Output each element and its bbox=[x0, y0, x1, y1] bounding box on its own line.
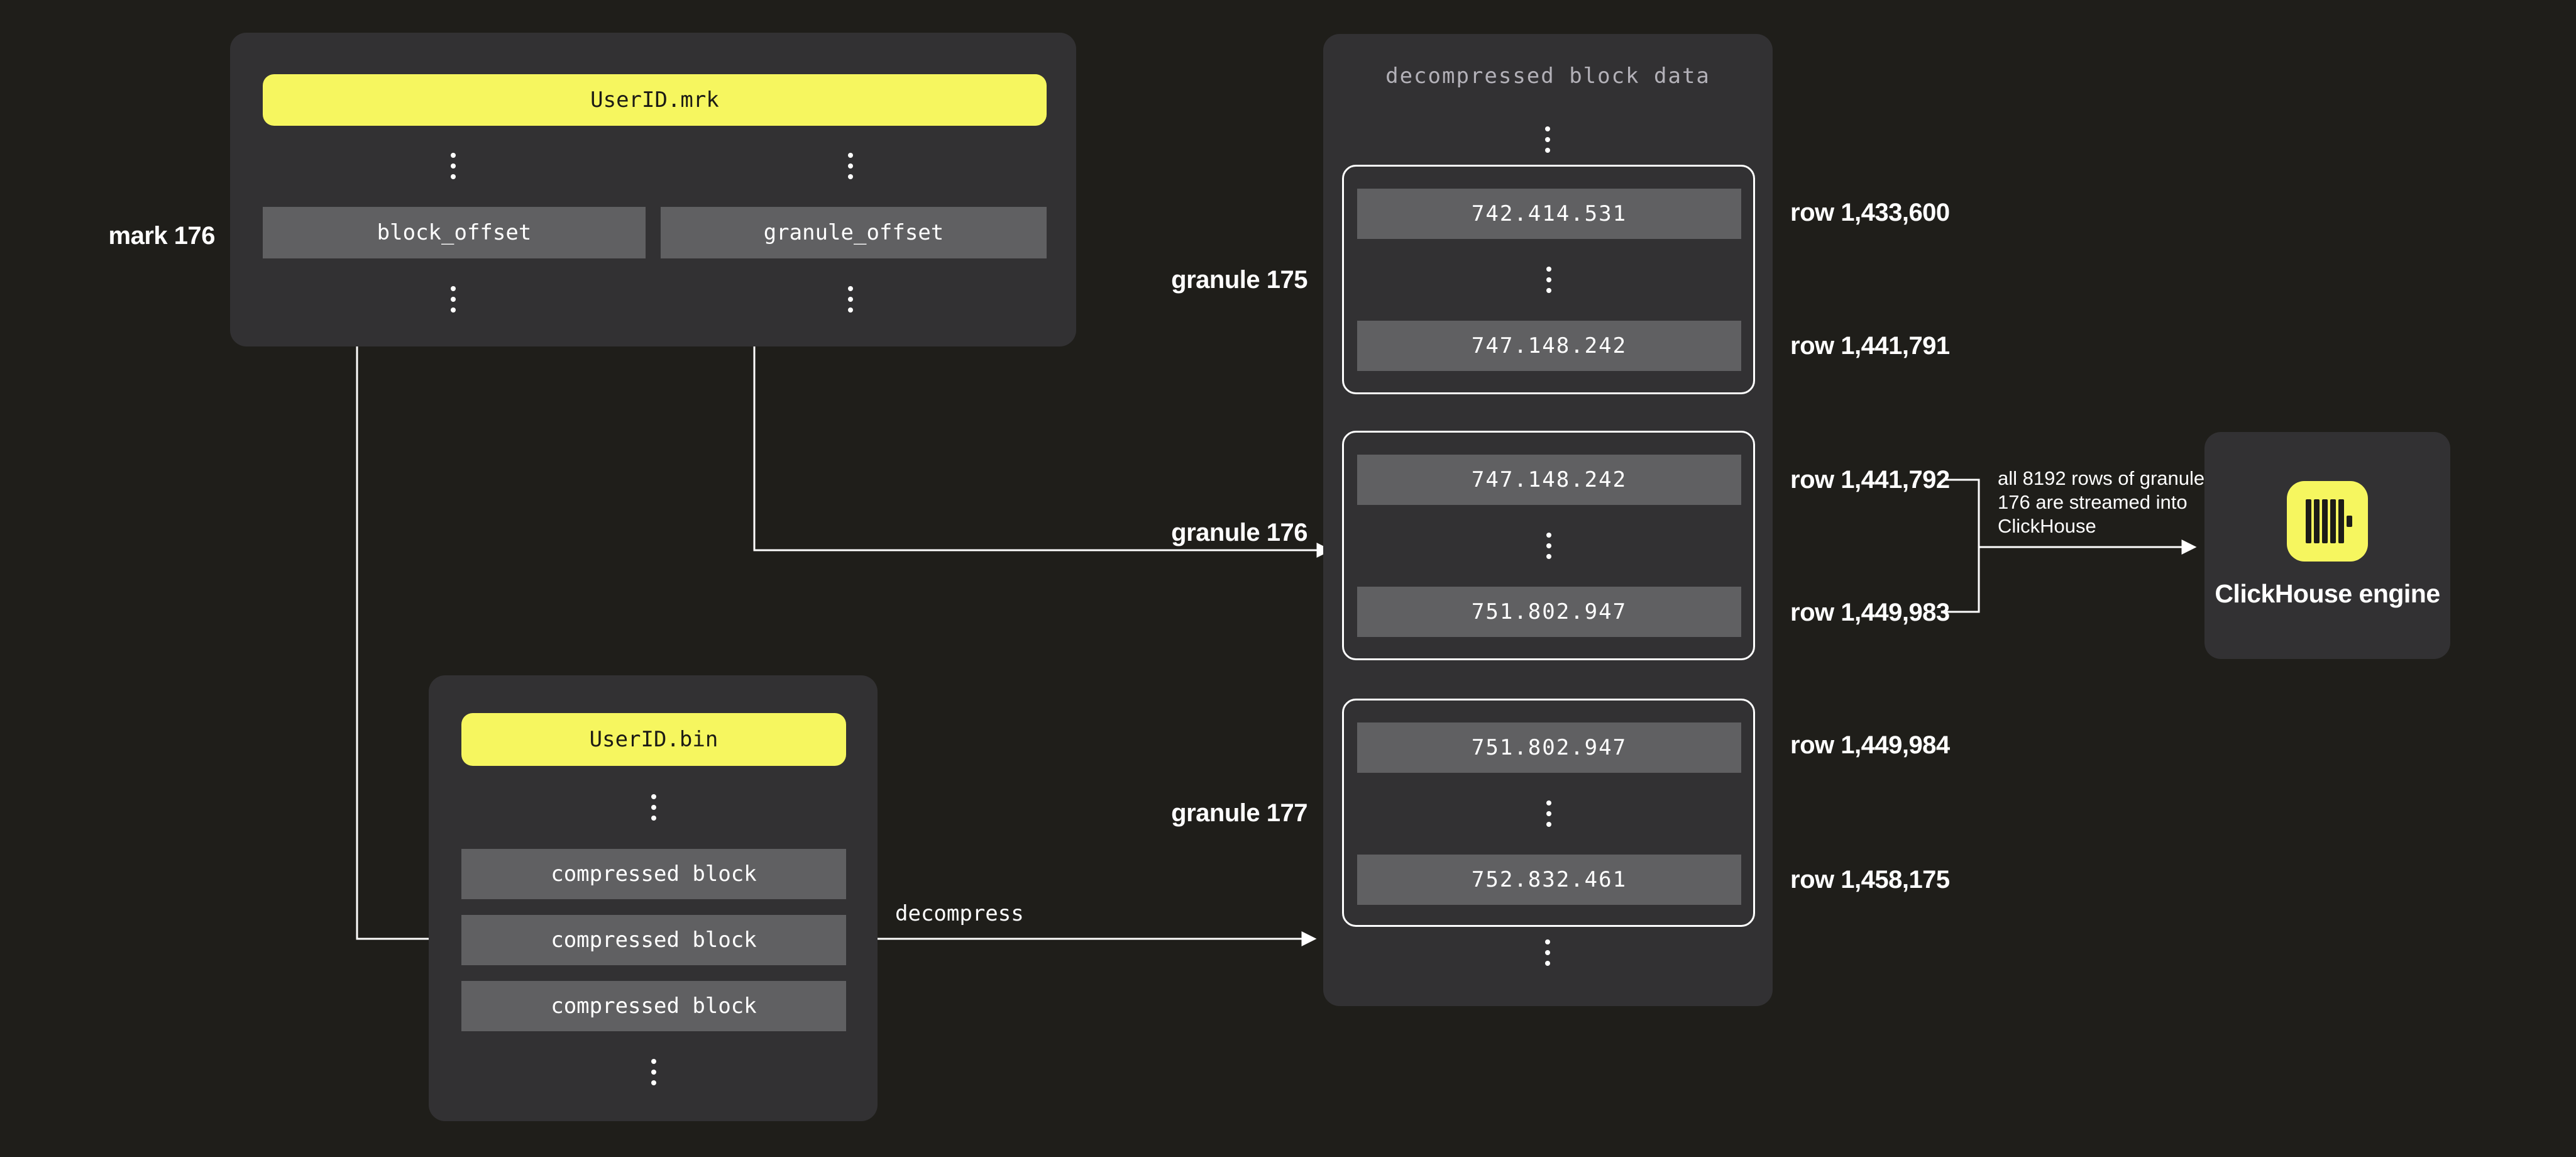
row-label-1441791: row 1,441,791 bbox=[1790, 332, 1950, 360]
ellipsis-granule-177 bbox=[1546, 800, 1551, 827]
granule-177-box: 751.802.947 752.832.461 bbox=[1342, 699, 1755, 927]
ellipsis-granule-176 bbox=[1546, 533, 1551, 559]
ellipsis-bin-top bbox=[651, 794, 656, 821]
row-label-1458175: row 1,458,175 bbox=[1790, 866, 1950, 894]
granule-175-box: 742.414.531 747.148.242 bbox=[1342, 165, 1755, 394]
ellipsis-granule-175 bbox=[1546, 267, 1551, 293]
granule-176-label: granule 176 bbox=[1171, 519, 1307, 546]
ellipsis-mrk-left-top bbox=[451, 153, 456, 179]
compressed-block-1: compressed block bbox=[461, 849, 846, 899]
row-label-1449983: row 1,449,983 bbox=[1790, 599, 1950, 626]
mrk-file-header: UserID.mrk bbox=[263, 74, 1047, 126]
bracket-granule-176-rows bbox=[1946, 479, 1980, 613]
ellipsis-mrk-right-top bbox=[848, 153, 853, 179]
granule-177-label: granule 177 bbox=[1171, 799, 1307, 827]
granule-177-first-value: 751.802.947 bbox=[1357, 722, 1741, 773]
ellipsis-mrk-right-bottom bbox=[848, 286, 853, 313]
row-label-1433600: row 1,433,600 bbox=[1790, 199, 1950, 226]
bin-file-panel: UserID.bin compressed block compressed b… bbox=[429, 675, 878, 1121]
clickhouse-engine-panel: ClickHouse engine bbox=[2204, 432, 2450, 659]
clickhouse-logo-bars bbox=[2306, 499, 2352, 543]
stream-annotation: all 8192 rows of granule 176 are streame… bbox=[1998, 467, 2205, 537]
granule-175-label: granule 175 bbox=[1171, 266, 1307, 294]
decompressed-panel-title: decompressed block data bbox=[1385, 64, 1710, 89]
block-offset-field: block_offset bbox=[263, 207, 646, 258]
clickhouse-engine-label: ClickHouse engine bbox=[2215, 579, 2440, 608]
granule-175-last-value: 747.148.242 bbox=[1357, 321, 1741, 371]
decompress-arrow-label: decompress bbox=[895, 901, 1024, 926]
granule-176-last-value: 751.802.947 bbox=[1357, 587, 1741, 637]
ellipsis-bin-bottom bbox=[651, 1059, 656, 1085]
ellipsis-mrk-left-bottom bbox=[451, 286, 456, 313]
granule-175-first-value: 742.414.531 bbox=[1357, 189, 1741, 239]
row-label-1441792: row 1,441,792 bbox=[1790, 466, 1950, 494]
granule-177-last-value: 752.832.461 bbox=[1357, 855, 1741, 905]
decompressed-block-data-panel: decompressed block data 742.414.531 747.… bbox=[1323, 34, 1773, 1006]
granule-176-box: 747.148.242 751.802.947 bbox=[1342, 431, 1755, 660]
arrow-block-offset-to-compressed-block bbox=[356, 259, 454, 946]
clickhouse-logo-icon bbox=[2287, 481, 2368, 562]
row-label-1449984: row 1,449,984 bbox=[1790, 731, 1950, 759]
granule-176-first-value: 747.148.242 bbox=[1357, 455, 1741, 505]
mrk-file-panel: UserID.mrk block_offset granule_offset bbox=[230, 33, 1076, 346]
compressed-block-3: compressed block bbox=[461, 981, 846, 1031]
granule-offset-field: granule_offset bbox=[661, 207, 1047, 258]
bin-file-header: UserID.bin bbox=[461, 713, 846, 766]
ellipsis-dec-bottom bbox=[1545, 939, 1550, 966]
compressed-block-2: compressed block bbox=[461, 915, 846, 965]
ellipsis-dec-top bbox=[1545, 126, 1550, 153]
mark-176-label: mark 176 bbox=[108, 222, 216, 250]
